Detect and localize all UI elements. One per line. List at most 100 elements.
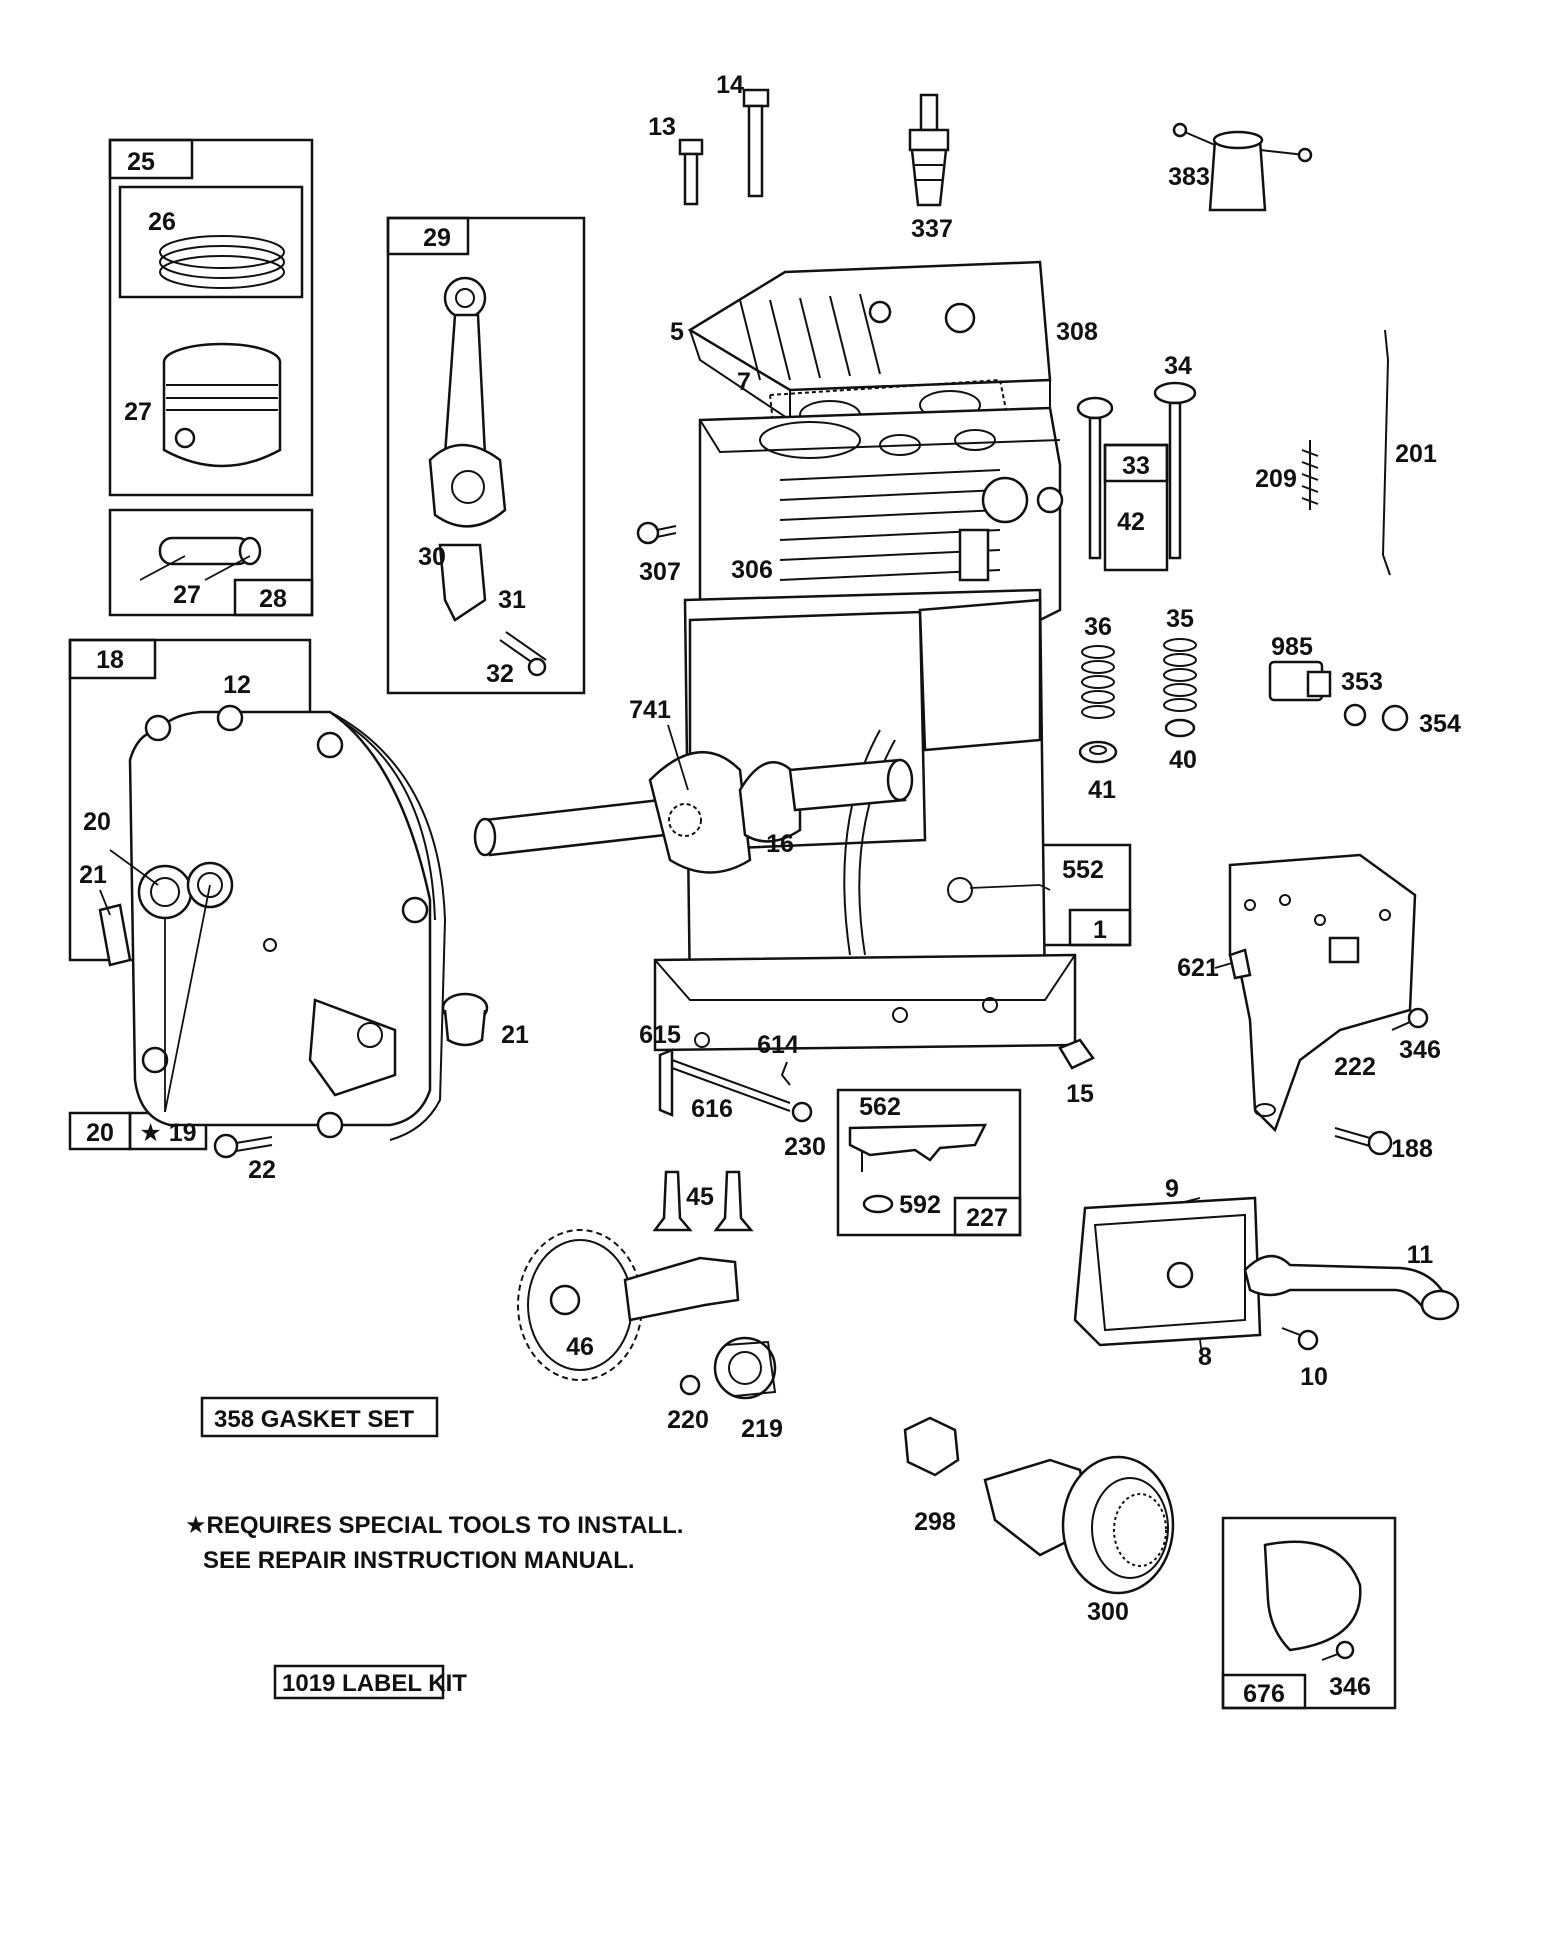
spring-36-drawing (1081, 645, 1115, 719)
nut-592-drawing (862, 1194, 894, 1214)
callout-307: 307 (639, 558, 681, 586)
clip-615-drawing (694, 1032, 710, 1048)
callout-230: 230 (784, 1133, 826, 1161)
callout-31: 31 (498, 586, 526, 614)
callout-42: 42 (1117, 508, 1145, 536)
callout-562: 562 (859, 1093, 901, 1121)
callout-616: 616 (691, 1095, 733, 1123)
muffler-drawing (1073, 1196, 1460, 1347)
callout-16: 16 (766, 830, 794, 858)
tappets-45-drawing (652, 1170, 754, 1232)
cam-gear-46-drawing (517, 1229, 740, 1381)
screw-307-drawing (636, 521, 677, 545)
crankcase-cover-drawing (98, 704, 447, 1141)
callout-346a: 346 (1399, 1036, 1441, 1064)
kit-box-33 (1103, 443, 1169, 572)
retainer-40-drawing (1164, 718, 1196, 738)
callout-34: 34 (1164, 352, 1192, 380)
callout-21b: 21 (501, 1021, 529, 1049)
callout-40: 40 (1169, 746, 1197, 774)
shield-676-drawing (1263, 1540, 1362, 1652)
breather-337-drawing (908, 93, 950, 207)
special-tools-note-line-2: SEE REPAIR INSTRUCTION MANUAL. (203, 1547, 635, 1574)
callout-12: 12 (223, 671, 251, 699)
screw-346-drawing (1391, 1007, 1429, 1031)
callout-346b: 346 (1329, 1673, 1371, 1701)
callout-353: 353 (1341, 668, 1383, 696)
gasket-set-box (200, 1396, 439, 1438)
cylinder-block-drawing (653, 406, 1077, 1052)
clip-621-drawing (1228, 948, 1252, 980)
callout-13: 13 (648, 113, 676, 141)
spring-209-drawing (1301, 440, 1319, 510)
callout-615: 615 (639, 1021, 681, 1049)
callout-354: 354 (1419, 710, 1461, 738)
gear-219-drawing (713, 1336, 777, 1400)
governor-link-201-drawing (1381, 329, 1391, 576)
callout-32: 32 (486, 660, 514, 688)
callout-20a: 20 (83, 808, 111, 836)
cylinder-head-drawing (687, 260, 1052, 422)
callout-614: 614 (757, 1031, 799, 1059)
callout-27b: 27 (173, 581, 201, 609)
callout-7: 7 (737, 368, 751, 396)
kit-box-227 (836, 1088, 1022, 1237)
callout-35: 35 (1166, 605, 1194, 633)
callout-36: 36 (1084, 613, 1112, 641)
callout-19-star: ★ 19 (139, 1119, 196, 1147)
label-kit-label: 1019 LABEL KIT (282, 1670, 467, 1697)
screw-22-drawing (213, 1133, 273, 1159)
callout-26: 26 (148, 208, 176, 236)
callout-383: 383 (1168, 163, 1210, 191)
bolt-14-drawing (742, 88, 770, 198)
callout-227: 227 (966, 1204, 1008, 1232)
callout-29: 29 (423, 224, 451, 252)
callout-33: 33 (1122, 452, 1150, 480)
callout-741: 741 (629, 696, 671, 724)
leader-lines (99, 555, 1233, 1356)
screw-346b-drawing (1321, 1640, 1355, 1661)
callout-308: 308 (1056, 318, 1098, 346)
callout-45: 45 (686, 1183, 714, 1211)
piston-rings-drawing (159, 235, 285, 289)
label-kit-box (273, 1664, 445, 1700)
callout-222: 222 (1334, 1053, 1376, 1081)
callout-300: 300 (1087, 1598, 1129, 1626)
plug-15-drawing (1058, 1038, 1095, 1070)
washer-230-drawing (791, 1101, 813, 1123)
callout-11: 11 (1407, 1241, 1434, 1269)
callout-201: 201 (1395, 440, 1437, 468)
callout-10: 10 (1300, 1363, 1328, 1391)
screw-10-drawing (1281, 1327, 1319, 1351)
callout-298: 298 (914, 1508, 956, 1536)
gear-298-drawing (903, 1416, 960, 1477)
callout-306: 306 (731, 556, 773, 584)
callout-20b: 20 (86, 1119, 114, 1147)
callout-5: 5 (670, 318, 684, 346)
callout-22: 22 (248, 1156, 276, 1184)
callout-592: 592 (899, 1191, 941, 1219)
callout-209: 209 (1255, 465, 1297, 493)
callout-14: 14 (716, 71, 744, 99)
callout-552: 552 (1062, 856, 1104, 884)
callout-15: 15 (1066, 1080, 1094, 1108)
callout-676: 676 (1243, 1680, 1285, 1708)
washer-220-drawing (679, 1374, 701, 1396)
valve-33-drawing (1076, 396, 1114, 560)
nut-354-drawing (1381, 704, 1409, 732)
gasket-set-label: 358 GASKET SET (214, 1406, 414, 1433)
callout-621: 621 (1177, 954, 1219, 982)
spring-35-drawing (1163, 638, 1197, 712)
callout-220: 220 (667, 1406, 709, 1434)
wrench-383-drawing (1172, 122, 1313, 212)
callout-25: 25 (127, 148, 155, 176)
washer-353-drawing (1343, 703, 1367, 727)
special-tools-note-line-1: ★REQUIRES SPECIAL TOOLS TO INSTALL. (185, 1512, 683, 1539)
callout-21a: 21 (79, 861, 107, 889)
kit-box-676 (1221, 1516, 1397, 1710)
control-bracket-222-drawing (1228, 853, 1417, 1133)
screw-188-drawing (1334, 1127, 1393, 1156)
kit-box-29 (386, 216, 586, 695)
